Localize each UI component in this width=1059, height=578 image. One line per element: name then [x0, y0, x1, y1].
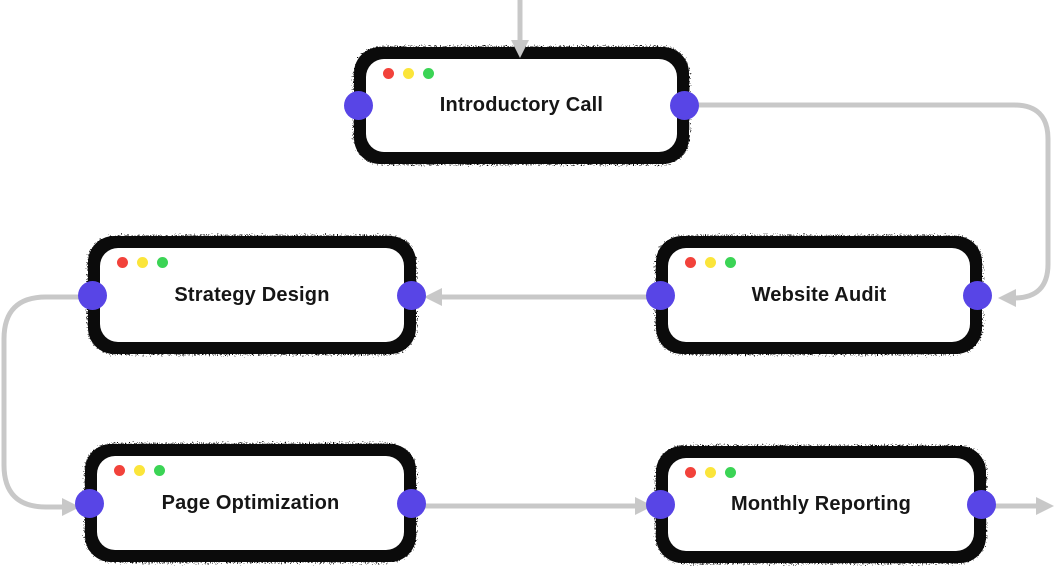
red-dot-icon [383, 68, 394, 79]
node-card[interactable]: Strategy Design [100, 248, 404, 342]
right-handle[interactable] [967, 490, 996, 519]
yellow-dot-icon [705, 467, 716, 478]
window-dots [383, 68, 434, 79]
right-handle[interactable] [963, 280, 992, 310]
node-introductory-call[interactable]: Introductory Call [344, 59, 699, 152]
red-dot-icon [117, 257, 128, 268]
node-title: Strategy Design [174, 283, 330, 306]
left-handle[interactable] [78, 280, 107, 310]
left-handle[interactable] [75, 488, 104, 518]
node-card[interactable]: Page Optimization [97, 456, 404, 550]
window-dots [685, 467, 736, 478]
node-monthly-reporting[interactable]: Monthly Reporting [646, 458, 996, 551]
node-title: Page Optimization [161, 491, 340, 514]
red-dot-icon [685, 257, 696, 268]
yellow-dot-icon [137, 257, 148, 268]
yellow-dot-icon [403, 68, 414, 79]
node-website-audit[interactable]: Website Audit [646, 248, 992, 342]
left-handle[interactable] [344, 91, 373, 120]
node-card[interactable]: Website Audit [668, 248, 970, 342]
red-dot-icon [114, 465, 125, 476]
node-title: Monthly Reporting [730, 493, 912, 515]
left-handle[interactable] [646, 490, 675, 519]
red-dot-icon [685, 467, 696, 478]
window-dots [117, 257, 168, 268]
right-handle[interactable] [397, 280, 426, 310]
yellow-dot-icon [705, 257, 716, 268]
yellow-dot-icon [134, 465, 145, 476]
node-card[interactable]: Monthly Reporting [668, 458, 974, 551]
node-strategy-design[interactable]: Strategy Design [78, 248, 426, 342]
right-handle[interactable] [397, 488, 426, 518]
green-dot-icon [725, 257, 736, 268]
node-page-optimization[interactable]: Page Optimization [75, 456, 426, 550]
right-handle[interactable] [670, 91, 699, 120]
window-dots [114, 465, 165, 476]
left-handle[interactable] [646, 280, 675, 310]
window-dots [685, 257, 736, 268]
green-dot-icon [157, 257, 168, 268]
node-card[interactable]: Introductory Call [366, 59, 677, 152]
green-dot-icon [423, 68, 434, 79]
green-dot-icon [725, 467, 736, 478]
node-title: Website Audit [751, 283, 887, 306]
node-title: Introductory Call [439, 94, 604, 116]
green-dot-icon [154, 465, 165, 476]
